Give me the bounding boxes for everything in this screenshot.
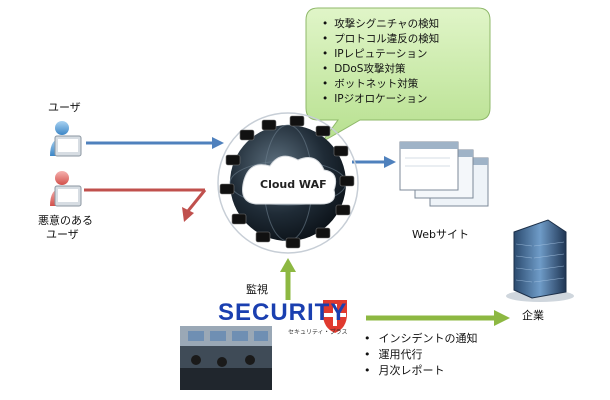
enterprise-service-list: インシデントの通知 運用代行 月次レポート <box>364 331 478 379</box>
website-label: Webサイト <box>412 228 469 241</box>
enterprise-label: 企業 <box>522 309 544 322</box>
service-item: インシデントの通知 <box>364 331 478 347</box>
malicious-user-icon <box>50 171 82 207</box>
waf-feature-list: 攻撃シグニチャの検知 プロトコル違反の検知 IPレピュテーション DDoS攻撃対… <box>322 17 439 107</box>
service-to-enterprise-arrow <box>366 310 510 326</box>
feature-item: 攻撃シグニチャの検知 <box>322 17 439 32</box>
user-icon <box>50 121 82 157</box>
feature-item: IPジオロケーション <box>322 92 439 107</box>
feature-item: ボットネット対策 <box>322 77 439 92</box>
security-plus-logo-word: SECURITY <box>218 299 348 326</box>
feature-item: プロトコル違反の検知 <box>322 32 439 47</box>
user-label: ユーザ <box>48 101 81 114</box>
feature-item: DDoS攻撃対策 <box>322 62 439 77</box>
browser-window-icon <box>399 141 489 207</box>
monitoring-arrow <box>280 258 296 300</box>
security-plus-logo-sub: セキュリティ・プラス <box>288 329 348 336</box>
service-item: 運用代行 <box>364 347 478 363</box>
operations-center-photo <box>180 326 272 390</box>
cloud-waf-globe-icon <box>217 112 359 254</box>
office-building-icon <box>506 219 574 302</box>
user-to-waf-arrow <box>86 137 224 149</box>
service-item: 月次レポート <box>364 363 478 379</box>
malicious-user-label-line1: 悪意のある <box>38 214 93 227</box>
cloud-waf-label: Cloud WAF <box>260 178 327 191</box>
feature-item: IPレピュテーション <box>322 47 439 62</box>
shield-plus-icon <box>323 300 347 333</box>
malicious-user-blocked-arrow <box>84 188 207 222</box>
monitoring-label: 監視 <box>246 283 268 296</box>
waf-to-website-arrow <box>352 156 396 168</box>
malicious-user-label-line2: ユーザ <box>46 228 79 241</box>
